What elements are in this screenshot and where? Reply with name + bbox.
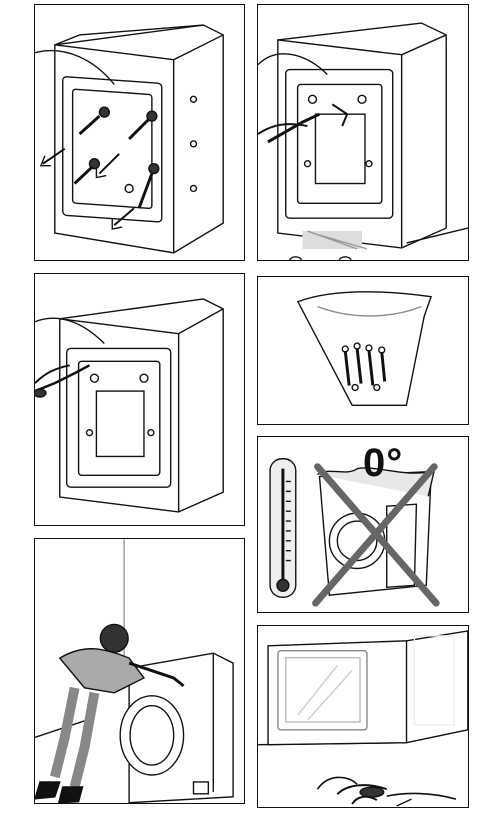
panel-unscrew-with-spanner bbox=[257, 4, 469, 261]
panel-store-bolts-in-bag bbox=[257, 276, 469, 425]
spanner-icon bbox=[258, 5, 468, 260]
panel-remove-transit-bolts bbox=[34, 4, 245, 261]
washing-machine-rear-icon bbox=[35, 5, 244, 260]
washing-machine-rear-icon bbox=[35, 274, 244, 525]
temperature-label: 0° bbox=[363, 441, 403, 486]
adjustable-foot-icon bbox=[258, 626, 468, 807]
panel-no-freezing-warning: 0° bbox=[257, 436, 469, 613]
plastic-bag-icon bbox=[258, 277, 468, 424]
panel-adjust-feet bbox=[257, 625, 469, 808]
panel-move-machine-into-place bbox=[34, 538, 245, 804]
panel-fit-hole-caps bbox=[34, 273, 245, 526]
person-pushing-icon bbox=[35, 539, 244, 803]
